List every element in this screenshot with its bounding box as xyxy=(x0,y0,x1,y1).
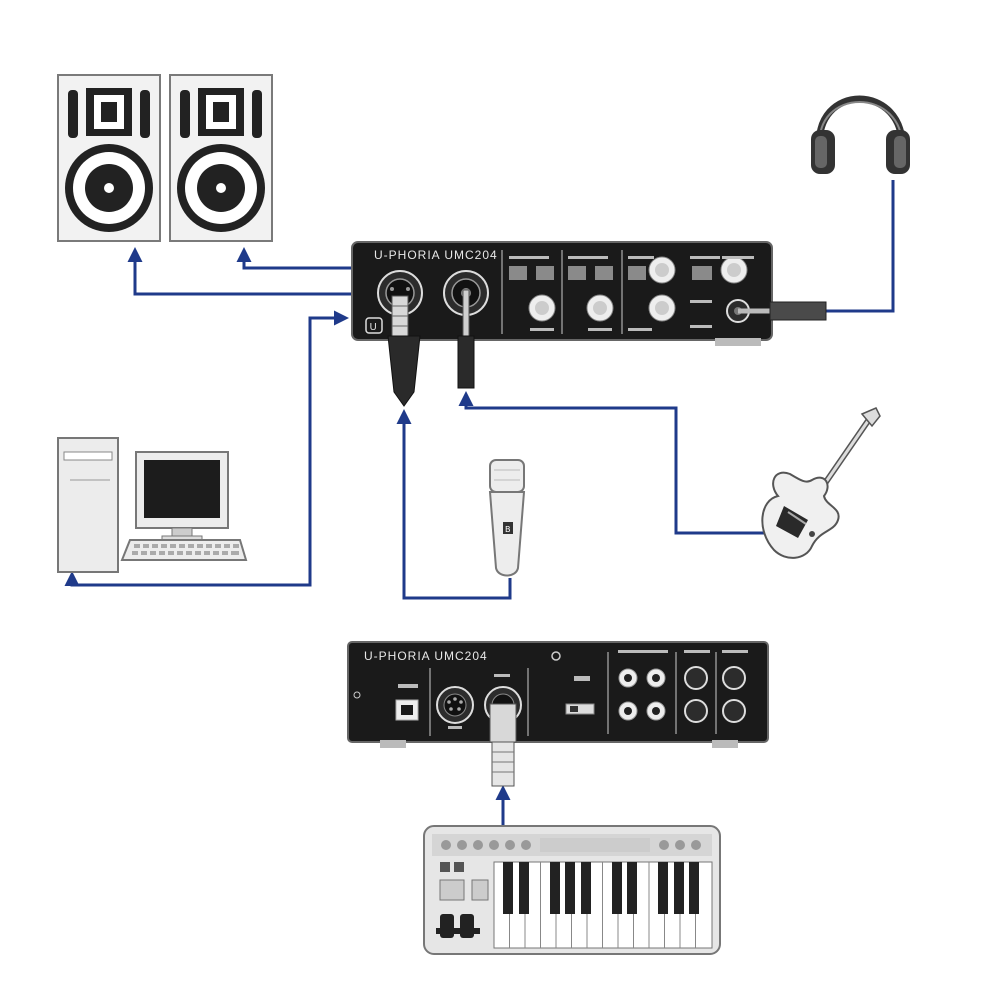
cable-to-left-monitor xyxy=(127,247,352,296)
audio-interface-rear: U-PHORIA UMC204 xyxy=(347,641,769,748)
front-logo-letter: U xyxy=(370,322,377,333)
usb-port xyxy=(395,684,419,721)
xlr-plug xyxy=(387,295,421,407)
studio-monitor-left xyxy=(57,74,161,242)
studio-monitor-right xyxy=(169,74,273,242)
midi-plug xyxy=(489,703,517,787)
cable-computer-to-interface xyxy=(64,310,349,587)
midi-out-port xyxy=(436,686,474,729)
rear-brand-label: U-PHORIA UMC204 xyxy=(364,649,488,663)
cable-headphones xyxy=(826,180,895,313)
audio-interface-front: U-PHORIA UMC204 U xyxy=(351,241,773,346)
cable-guitar-to-input xyxy=(458,391,768,535)
jack-outputs xyxy=(684,650,748,723)
jack-plug xyxy=(457,289,475,389)
headphone-plug xyxy=(738,301,827,321)
keyboard-icon xyxy=(120,539,248,561)
piano-keys xyxy=(493,861,713,949)
computer-tower-icon xyxy=(57,437,119,573)
cable-mic-to-input xyxy=(396,409,512,600)
cable-to-right-monitor xyxy=(236,247,352,270)
headphones-icon xyxy=(811,95,910,174)
microphone-icon: B xyxy=(488,459,526,577)
mic-badge: B xyxy=(505,525,511,534)
rca-outputs xyxy=(618,668,666,721)
front-brand-label: U-PHORIA UMC204 xyxy=(374,248,498,262)
electric-guitar-icon xyxy=(761,407,881,559)
monitor-screen-icon xyxy=(135,451,229,543)
cables xyxy=(64,180,895,828)
midi-keyboard-controller xyxy=(423,825,721,955)
